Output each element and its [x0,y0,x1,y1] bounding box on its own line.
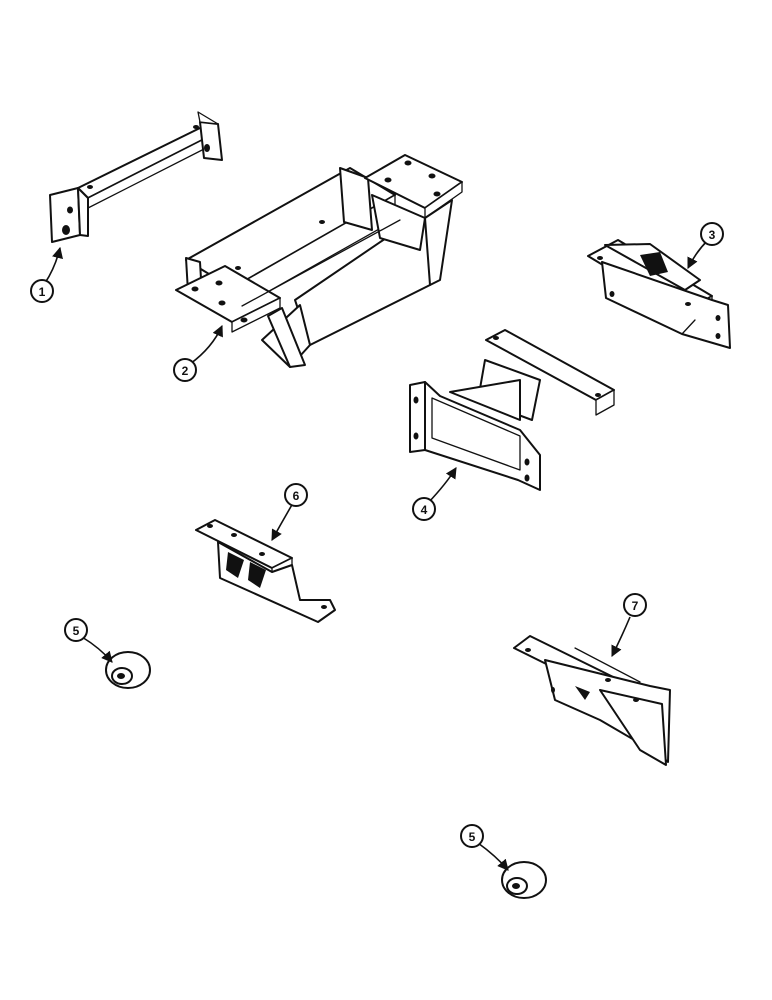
callout-1: 1 [30,279,54,303]
svg-text:1: 1 [39,285,46,299]
svg-text:6: 6 [293,489,300,503]
svg-text:3: 3 [709,228,716,242]
svg-text:7: 7 [632,599,639,613]
part-2-frame [175,154,463,368]
leader-7 [611,616,631,658]
svg-text:5: 5 [73,624,80,638]
svg-text:5: 5 [469,830,476,844]
leader-2 [189,324,223,365]
leader-5b [477,842,509,871]
svg-text:2: 2 [182,364,189,378]
leader-3 [687,239,709,270]
part-5-washer-left [105,651,151,689]
callout-5-right: 5 [460,824,484,848]
callout-7: 7 [623,593,647,617]
callout-6: 6 [284,483,308,507]
callout-2: 2 [173,358,197,382]
part-7-bracket [513,635,671,766]
part-6-bracket [195,519,336,623]
callout-3: 3 [700,222,724,246]
leader-1 [44,246,63,284]
svg-text:4: 4 [421,503,428,517]
part-1-bracket [49,111,223,243]
leader-5a [81,636,113,663]
part-4-bracket [409,329,615,491]
leader-4 [427,467,457,504]
part-5-washer-right [501,861,547,899]
part-3-bracket [587,239,731,349]
callout-5-left: 5 [64,618,88,642]
callout-4: 4 [412,497,436,521]
leader-6 [271,502,294,541]
